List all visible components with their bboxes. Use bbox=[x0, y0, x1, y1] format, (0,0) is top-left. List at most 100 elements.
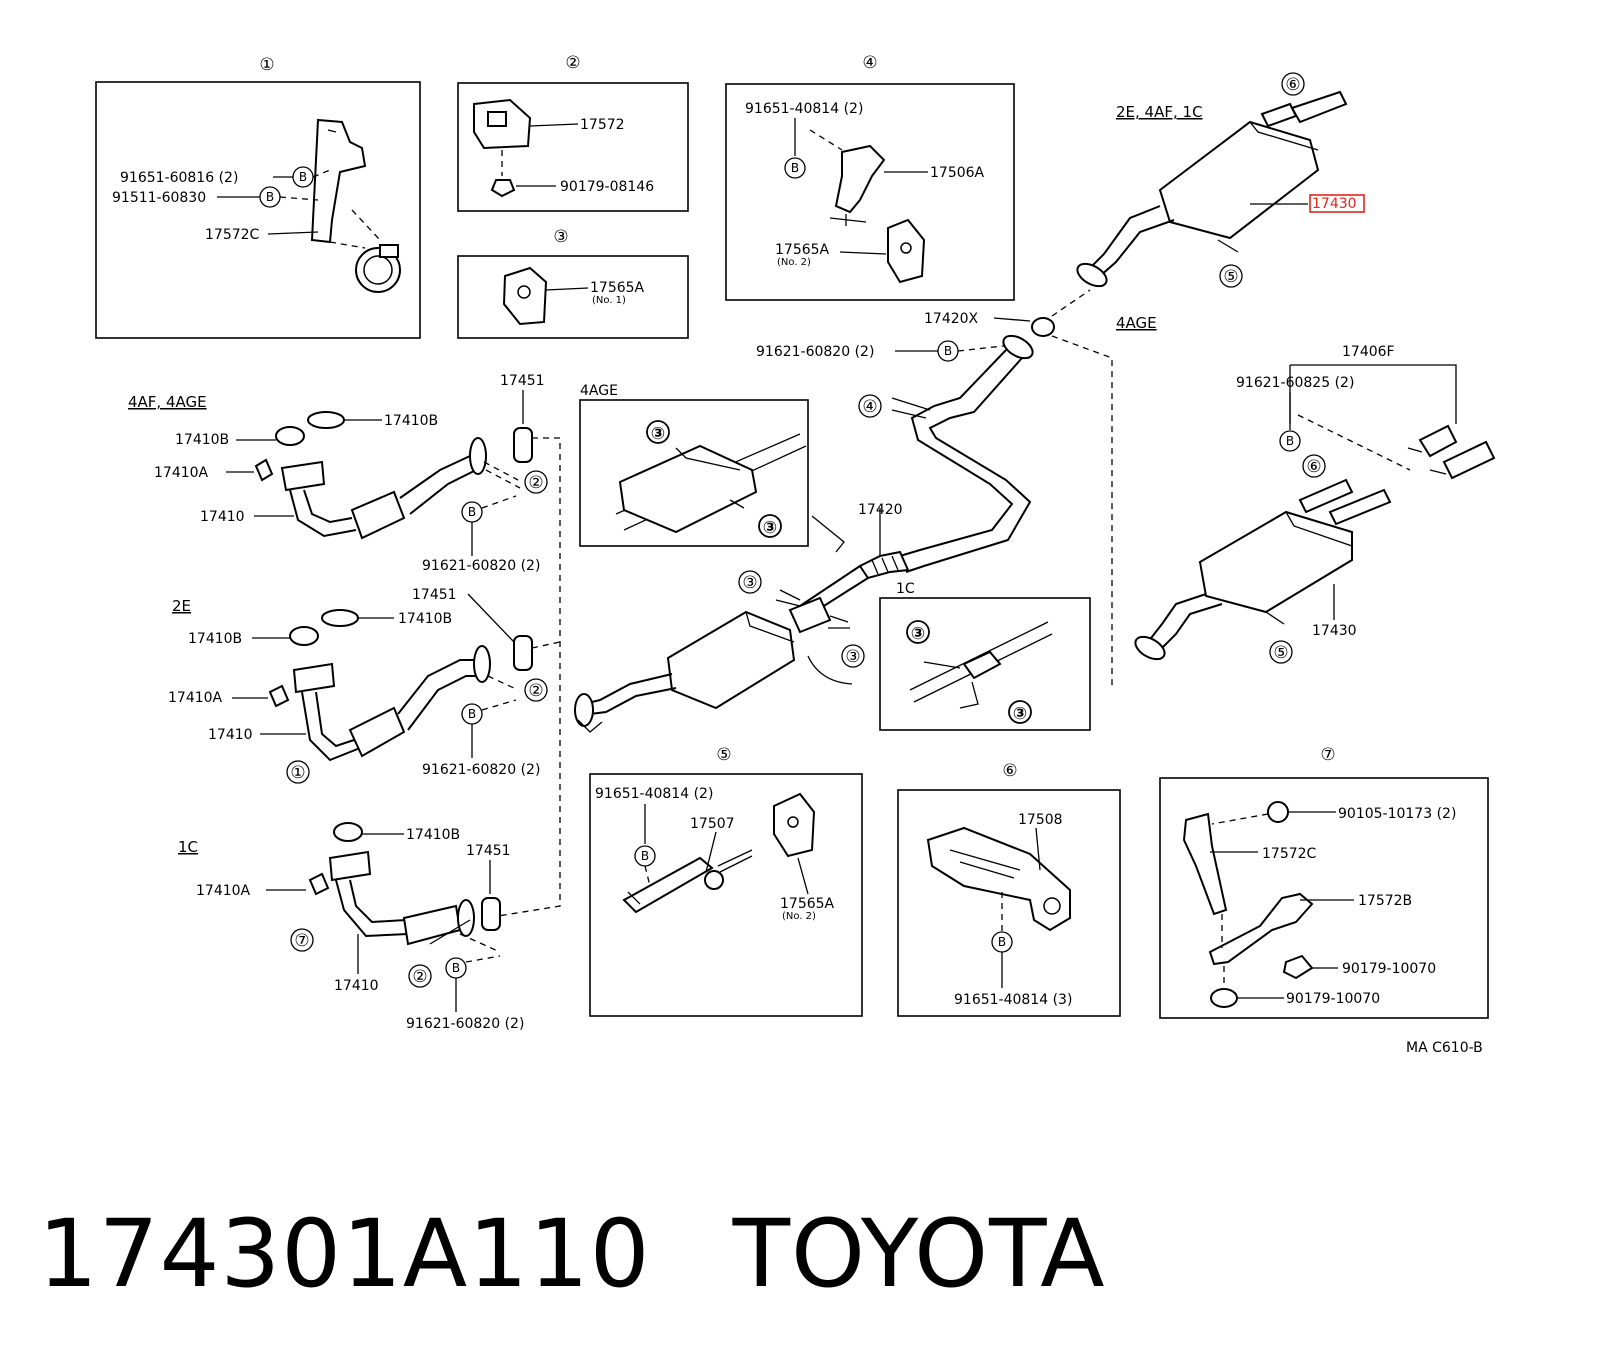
inset-1c: 1C ③ ③ bbox=[879, 581, 1091, 731]
bolt-marker: B bbox=[998, 935, 1006, 949]
label-17410-2e[interactable]: 17410 bbox=[208, 727, 253, 743]
label-17508[interactable]: 17508 bbox=[1018, 812, 1063, 828]
label-91651-40814-box5[interactable]: 91651-40814 (2) bbox=[595, 786, 713, 802]
label-17410A-2e[interactable]: 17410A bbox=[168, 690, 223, 706]
label-17451-4af[interactable]: 17451 bbox=[500, 373, 545, 389]
highlight-box bbox=[1309, 194, 1365, 213]
label-17565A-no2-box5[interactable]: 17565A bbox=[780, 896, 835, 912]
label-no2-note-box4: (No. 2) bbox=[777, 257, 811, 268]
label-17410A-4af[interactable]: 17410A bbox=[154, 465, 209, 481]
label-17420X[interactable]: 17420X bbox=[924, 311, 979, 327]
gasket-17420x: 17420X 4AGE bbox=[924, 289, 1157, 690]
exhaust-1c: 1C 17410B 17451 17410A ⑦ 17410 ② B 91621… bbox=[178, 822, 524, 1032]
center-pipe-assembly: B 91621-60820 (2) ④ 17420 ③ ③ bbox=[574, 334, 1034, 733]
marker-5b: ⑤ bbox=[1273, 643, 1288, 663]
bolt-marker: B bbox=[944, 344, 952, 358]
label-17430-4age[interactable]: 17430 bbox=[1312, 623, 1357, 639]
variant-label-1c-inset: 1C bbox=[896, 581, 915, 597]
section-marker-6[interactable]: ⑥ bbox=[1002, 761, 1017, 781]
label-17420[interactable]: 17420 bbox=[858, 502, 903, 518]
box-1: ① B 91651-60816 (2) B 91511-60830 17572C bbox=[95, 55, 421, 339]
label-91621-60820-center[interactable]: 91621-60820 (2) bbox=[756, 344, 874, 360]
marker-2c: ② bbox=[412, 967, 427, 987]
label-91651-60816[interactable]: 91651-60816 (2) bbox=[120, 170, 238, 186]
label-17410B-4af-a[interactable]: 17410B bbox=[384, 413, 438, 429]
label-17565A-no1[interactable]: 17565A bbox=[590, 280, 645, 296]
variant-label-1c: 1C bbox=[178, 838, 198, 856]
bolt-marker: B bbox=[452, 961, 460, 975]
label-90179-08146[interactable]: 90179-08146 bbox=[560, 179, 654, 195]
label-91621-60820-4af[interactable]: 91621-60820 (2) bbox=[422, 558, 540, 574]
marker-4: ④ bbox=[862, 397, 877, 417]
label-17430-highlighted[interactable]: 17430 bbox=[1312, 196, 1357, 212]
label-90105-10173[interactable]: 90105-10173 (2) bbox=[1338, 806, 1456, 822]
inset-marker-3d: ③ bbox=[1013, 704, 1027, 724]
label-17410-1c[interactable]: 17410 bbox=[334, 978, 379, 994]
bolt-marker: B bbox=[1286, 434, 1294, 448]
section-marker-4[interactable]: ④ bbox=[862, 53, 877, 73]
section-marker-7[interactable]: ⑦ bbox=[1320, 745, 1335, 765]
bolt-marker: B bbox=[266, 190, 274, 204]
box-6: ⑥ 17508 B 91651-40814 (3) bbox=[897, 761, 1121, 1017]
marker-2b: ② bbox=[528, 681, 543, 701]
variant-label-4age: 4AGE bbox=[1116, 314, 1157, 332]
bolt-marker: B bbox=[468, 505, 476, 519]
tail-4age-assembly: 17406F 91621-60825 (2) B ⑥ ⑤ 17430 bbox=[1134, 344, 1496, 664]
marker-1: ① bbox=[290, 763, 305, 783]
variant-label-2e: 2E bbox=[172, 597, 191, 615]
section-marker-1[interactable]: ① bbox=[259, 55, 274, 75]
label-17451-1c[interactable]: 17451 bbox=[466, 843, 511, 859]
label-17410B-4af-b[interactable]: 17410B bbox=[175, 432, 229, 448]
label-17410A-1c[interactable]: 17410A bbox=[196, 883, 251, 899]
label-91621-60820-1c[interactable]: 91621-60820 (2) bbox=[406, 1016, 524, 1032]
label-91621-60825[interactable]: 91621-60825 (2) bbox=[1236, 375, 1354, 391]
label-17572B[interactable]: 17572B bbox=[1358, 893, 1412, 909]
brand-name: TOYOTA bbox=[732, 1200, 1106, 1309]
inset-4age: 4AGE ③ ③ bbox=[579, 383, 809, 547]
inset-marker-3c: ③ bbox=[911, 624, 925, 644]
label-17410B-1c[interactable]: 17410B bbox=[406, 827, 460, 843]
bolt-marker: B bbox=[791, 161, 799, 175]
section-marker-5[interactable]: ⑤ bbox=[716, 745, 731, 765]
label-90179-10070-b[interactable]: 90179-10070 bbox=[1286, 991, 1380, 1007]
marker-3: ③ bbox=[742, 573, 757, 593]
label-17572C-box7[interactable]: 17572C bbox=[1262, 846, 1317, 862]
box-7: ⑦ 90105-10173 (2) 17572C 17572B 90179-10… bbox=[1159, 745, 1489, 1019]
marker-3b: ③ bbox=[845, 647, 860, 667]
inset-marker-3b: ③ bbox=[763, 518, 777, 538]
label-17410-4af[interactable]: 17410 bbox=[200, 509, 245, 525]
label-17451-2e[interactable]: 17451 bbox=[412, 587, 457, 603]
label-91511-60830[interactable]: 91511-60830 bbox=[112, 190, 206, 206]
label-17406F[interactable]: 17406F bbox=[1342, 344, 1395, 360]
box-3: ③ 17565A (No. 1) bbox=[457, 227, 689, 339]
box-4: ④ B 91651-40814 (2) 17506A 17565A (No. 2… bbox=[725, 53, 1015, 301]
bolt-marker: B bbox=[641, 849, 649, 863]
label-17506A[interactable]: 17506A bbox=[930, 165, 985, 181]
inset-marker-3a: ③ bbox=[651, 424, 665, 444]
label-17572[interactable]: 17572 bbox=[580, 117, 625, 133]
variant-label-2e-4af-1c: 2E, 4AF, 1C bbox=[1116, 103, 1203, 121]
label-no1-note: (No. 1) bbox=[592, 295, 626, 306]
box-2: ② 17572 90179-08146 bbox=[457, 53, 689, 212]
marker-2a: ② bbox=[528, 473, 543, 493]
variant-label-4age-inset: 4AGE bbox=[580, 383, 618, 399]
marker-6b: ⑥ bbox=[1306, 457, 1321, 477]
label-90179-10070-a[interactable]: 90179-10070 bbox=[1342, 961, 1436, 977]
label-17507[interactable]: 17507 bbox=[690, 816, 735, 832]
label-91621-60820-2e[interactable]: 91621-60820 (2) bbox=[422, 762, 540, 778]
exhaust-4af-4age: 4AF, 4AGE 17451 17410B 17410B 17410A 174… bbox=[128, 373, 561, 917]
label-91651-40814-box4[interactable]: 91651-40814 (2) bbox=[745, 101, 863, 117]
label-17410B-2e-b[interactable]: 17410B bbox=[188, 631, 242, 647]
label-91651-40814-box6[interactable]: 91651-40814 (3) bbox=[954, 992, 1072, 1008]
label-17572C[interactable]: 17572C bbox=[205, 227, 260, 243]
label-17565A-no2-box4[interactable]: 17565A bbox=[775, 242, 830, 258]
section-marker-3[interactable]: ③ bbox=[553, 227, 568, 247]
label-no2-note-box5: (No. 2) bbox=[782, 911, 816, 922]
label-17410B-2e-a[interactable]: 17410B bbox=[398, 611, 452, 627]
tail-pipe-assembly: 2E, 4AF, 1C ⑥ ⑤ 17430 bbox=[1076, 72, 1365, 288]
section-marker-2[interactable]: ② bbox=[565, 53, 580, 73]
bolt-marker: B bbox=[468, 707, 476, 721]
marker-6: ⑥ bbox=[1285, 75, 1300, 95]
marker-7: ⑦ bbox=[294, 931, 309, 951]
